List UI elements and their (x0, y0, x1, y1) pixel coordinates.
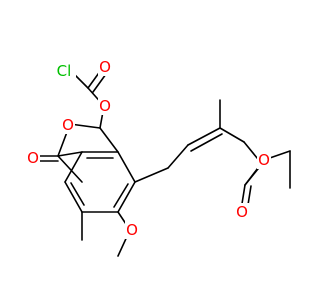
atom-cl: Cl (54, 62, 76, 80)
atom-o-lactone-carbonyl: O (26, 149, 40, 167)
atom-o-carbonyl-top: O (98, 58, 112, 76)
bond-c4-ch2 (134, 167, 169, 183)
atom-label-o-ester-right: O (258, 151, 270, 169)
bond-c6-c7 (64, 181, 83, 213)
atom-label-o-lactone-carbonyl: O (27, 149, 39, 167)
bond-c-ch2a (219, 127, 245, 143)
bond-ch-c-double-a (187, 127, 221, 146)
bond-c7a-c1 (57, 151, 83, 157)
bond-c6-c7-inner (70, 182, 85, 206)
bond-c3-c3a (99, 127, 119, 153)
atom-label-o-ring: O (62, 116, 74, 134)
bond-c1-c7a (57, 155, 83, 183)
atom-o-ester-right: O (257, 151, 271, 169)
atom-o-ring: O (61, 116, 75, 134)
bond-c3a-c4 (117, 151, 136, 183)
atom-o-methoxy: O (125, 221, 139, 239)
molecule-canvas: Cl O O O O O O O (26, 58, 291, 257)
bond-c4-c5 (117, 181, 136, 213)
bond-c4-c5-inner (113, 183, 129, 208)
atom-o-ester-top: O (98, 97, 112, 115)
bond-ch-c-double-b (190, 133, 223, 152)
molecule-structure: Cl O O O O O O O (26, 58, 291, 257)
atom-label-o-carbonyl-top: O (99, 58, 111, 76)
atom-label-cl: Cl (57, 62, 72, 80)
bond-ch2-ch (167, 144, 189, 169)
atom-o-ester-carbonyl: O (235, 203, 249, 221)
atom-label-o-methoxy: O (126, 221, 138, 239)
atom-label-o-ester-top: O (99, 97, 111, 115)
bond-c-o-double-b (92, 73, 107, 93)
atom-label-o-ester-carbonyl: O (236, 203, 248, 221)
bond-c7-c7a (64, 151, 83, 183)
